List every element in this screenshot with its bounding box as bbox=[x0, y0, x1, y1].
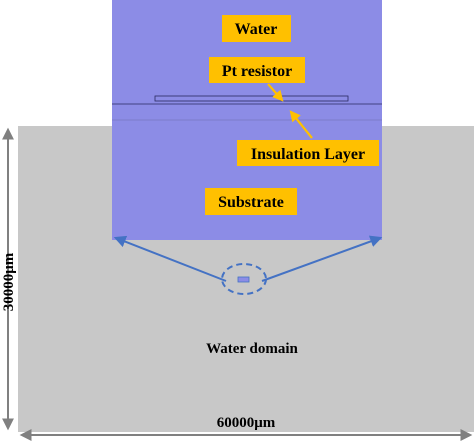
pt-resistor-label: Pt resistor bbox=[222, 63, 292, 80]
zoom-line-right bbox=[261, 235, 383, 282]
substrate-label-box: Substrate bbox=[205, 188, 297, 215]
water-label: Water bbox=[235, 21, 278, 38]
zoomed-chip-mark bbox=[237, 276, 250, 283]
zoom-ellipse bbox=[221, 263, 267, 295]
insulation-layer-label: Insulation Layer bbox=[251, 146, 365, 163]
water-domain-label: Water domain bbox=[206, 341, 298, 357]
pt-resistor-pointer-arrow bbox=[267, 83, 284, 102]
substrate-label: Substrate bbox=[218, 194, 284, 211]
insulation-layer-pointer-arrow bbox=[289, 110, 313, 139]
insulation-layer-label-box: Insulation Layer bbox=[237, 140, 379, 166]
width-dimension-label: 60000μm bbox=[217, 415, 276, 431]
zoom-line-left bbox=[113, 235, 227, 282]
pt-resistor-strip bbox=[154, 95, 349, 102]
pt-resistor-label-box: Pt resistor bbox=[209, 57, 305, 83]
height-dimension-label: 30000μm bbox=[1, 252, 17, 311]
water-label-box: Water bbox=[222, 15, 291, 42]
